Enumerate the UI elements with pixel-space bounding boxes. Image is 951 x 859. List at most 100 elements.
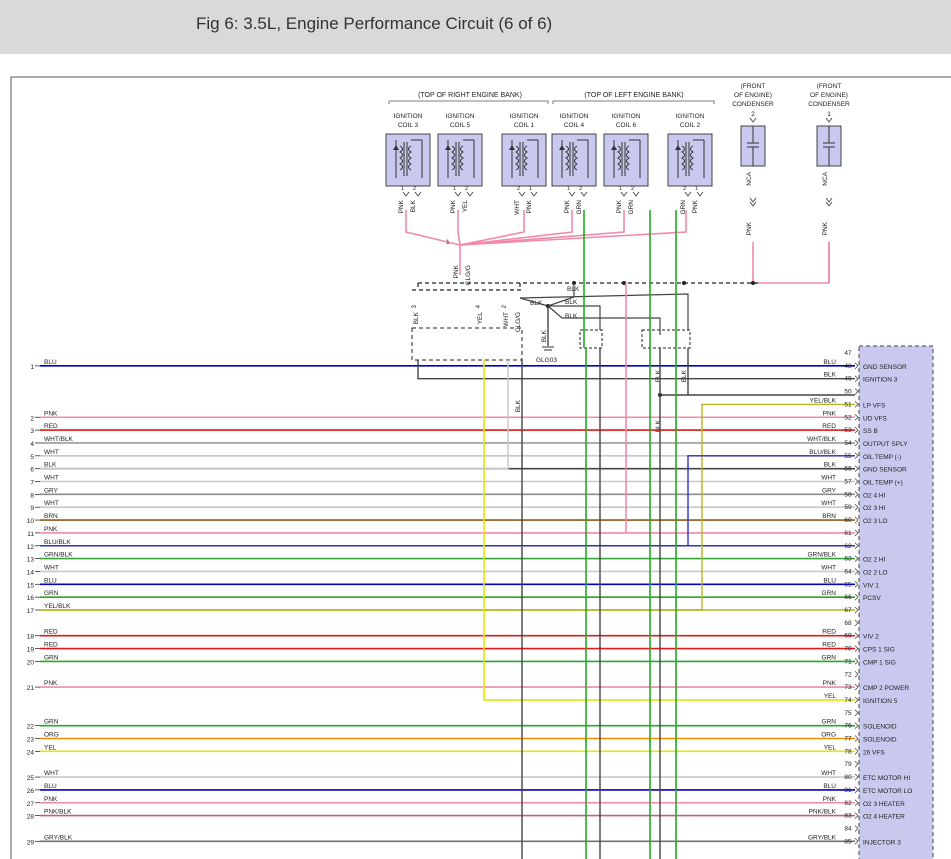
pcm-pin-number: 70: [844, 646, 852, 653]
coil-pin-number: 2: [517, 186, 520, 192]
pcm-wire-color: PNK: [823, 410, 837, 417]
pin-chevron-icon: [854, 748, 859, 755]
splice-code: CLG/G: [465, 265, 472, 285]
ignition-5-wire: [483, 360, 855, 701]
pin-chevron-icon: [854, 465, 859, 472]
pin-chevron-icon: [854, 838, 859, 845]
coil-pin-number: 1: [567, 186, 570, 192]
coil-symbol-icon: [611, 139, 641, 178]
pin-chevron-icon: [854, 491, 859, 498]
bus-wire-color: BLK: [515, 399, 522, 412]
left-row-number: 18: [27, 634, 35, 641]
condenser-label-1: (FRONT: [817, 83, 842, 90]
pcm-pin-number: 79: [844, 761, 852, 768]
bus-wire-color: BLK: [681, 369, 688, 382]
coil-wire-color: BLK: [410, 199, 417, 212]
pin-chevron-icon: [854, 542, 859, 549]
left-wire-color: PNK/BLK: [44, 809, 72, 816]
coil-winding: [408, 145, 412, 171]
left-row-number: 14: [27, 569, 35, 576]
pcm-pin-function: INJECTOR 3: [863, 839, 901, 846]
left-row-number: 21: [27, 685, 35, 692]
pcm-pin-number: 71: [844, 658, 852, 665]
condenser-wire-color: PNK: [746, 221, 753, 235]
left-wire-color: GRN: [44, 590, 59, 597]
left-wire-color: GRY/BLK: [44, 834, 73, 841]
coil-label-1: IGNITION: [676, 113, 705, 120]
pin-chevron-icon: [402, 191, 410, 197]
coil-pin-number: 1: [401, 186, 404, 192]
pcm-pin-number: 56: [844, 466, 852, 473]
pcm-pin-number: 61: [844, 530, 852, 537]
wire-rows: BLU1BLUBLKYEL/BLKPNK2PNKRED3REDWHT/BLK4W…: [27, 210, 855, 859]
left-row-number: 9: [30, 505, 34, 512]
pcm-pin-function: 26 VFS: [863, 749, 885, 756]
left-wire-color: GRN/BLK: [44, 552, 73, 559]
pcm-pin-number: 55: [844, 453, 852, 460]
pcm-wire-color: GRN: [822, 719, 837, 726]
diode-icon: [611, 145, 617, 150]
pin-chevron-icon: [854, 439, 859, 447]
coil-pin-number: 1: [619, 186, 622, 192]
left-wire-color: WHT: [44, 770, 59, 777]
pcm-pin-number: 84: [844, 825, 852, 832]
left-wire-color: GRY: [44, 487, 59, 494]
left-wire-color: RED: [44, 642, 58, 649]
pin-chevron-icon: [466, 191, 474, 197]
coil-label-2: COIL 4: [564, 122, 585, 129]
ignition-coil-body: [603, 133, 649, 187]
pin-chevron-icon: [696, 191, 704, 197]
left-row-number: 13: [27, 557, 35, 564]
pcm-pin-function: VIV 1: [863, 582, 879, 589]
coil-power-wire: [459, 210, 525, 246]
left-wire-color: BLK: [44, 462, 57, 469]
left-row-number: 8: [30, 492, 34, 499]
pcm-pin-number: 77: [844, 736, 852, 743]
junction-dot: [751, 281, 755, 285]
pcm-pin-function: VIV 2: [863, 634, 879, 641]
coil-pin-number: 1: [453, 186, 456, 192]
coil-pin-number: 2: [413, 186, 416, 192]
pin-chevron-icon: [749, 117, 757, 123]
pin-chevron-icon: [854, 516, 859, 524]
coil-label-2: COIL 3: [398, 122, 419, 129]
pin-chevron-icon: [854, 658, 859, 665]
pin-chevron-icon: [854, 555, 859, 562]
pin-chevron-icon: [854, 773, 859, 781]
diode-icon: [509, 145, 515, 150]
pcm-wire-color: WHT: [821, 475, 836, 482]
pcm-pin-number: 74: [844, 697, 852, 704]
condenser-label-1: (FRONT: [741, 83, 766, 90]
pcm-pin-number: 81: [844, 787, 852, 794]
ignition-coil-body: [501, 133, 547, 187]
left-row-number: 6: [30, 467, 34, 474]
pcm-pin-number: 68: [844, 620, 852, 627]
pcm-pin-function: GND SENSOR: [863, 467, 907, 474]
coil-label-1: IGNITION: [560, 113, 589, 120]
coil-label-1: IGNITION: [612, 113, 641, 120]
ground-wire: [519, 297, 549, 307]
left-row-number: 16: [27, 595, 35, 602]
junction-dot: [682, 281, 686, 285]
pcm-pin-function: O2 3 LO: [863, 518, 888, 525]
pin-chevron-icon: [854, 503, 859, 511]
pcm-wire-color: BLU: [823, 359, 836, 366]
left-wire-color: PNK: [44, 526, 58, 533]
splice-pin: 1: [446, 239, 450, 246]
coil-winding: [681, 145, 685, 171]
pin-chevron-icon: [749, 197, 757, 207]
left-row-number: 24: [27, 749, 35, 756]
left-wire-color: WHT: [44, 475, 59, 482]
left-bank-bracket: [552, 100, 715, 104]
left-row-number: 17: [27, 608, 35, 615]
pcm-wire-color: PNK/BLK: [809, 809, 837, 816]
coil-pin-number: 2: [631, 186, 634, 192]
pin-chevron-icon: [854, 606, 859, 614]
left-row-number: 19: [27, 647, 35, 654]
left-row-number: 7: [30, 480, 34, 487]
left-wire-color: BRN: [44, 513, 58, 520]
pcm-wire-color: GRN: [822, 590, 837, 597]
pin-chevron-icon: [854, 812, 859, 819]
pcm-wire-color: PNK: [823, 680, 837, 687]
